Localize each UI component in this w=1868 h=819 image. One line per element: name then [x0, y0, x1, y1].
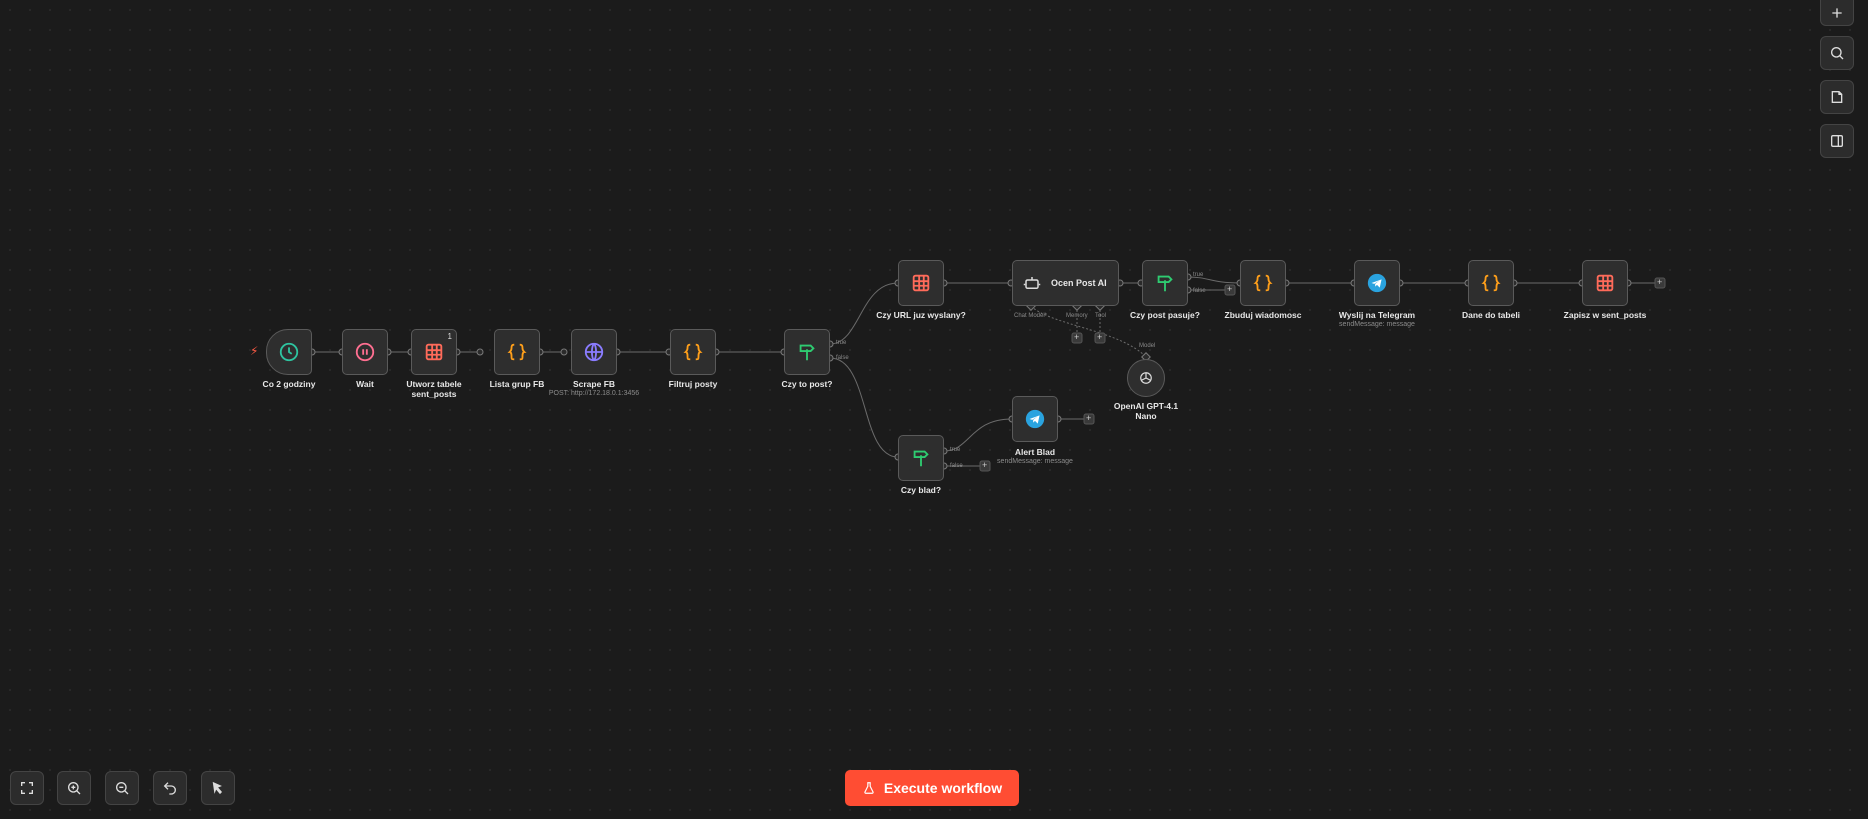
node-utworz-tabele[interactable]: 1 [411, 329, 457, 375]
undo-icon [163, 782, 176, 795]
fit-view-button[interactable] [10, 771, 44, 805]
node-lista-grup-fb[interactable] [494, 329, 540, 375]
table-icon [425, 343, 443, 361]
tidy-up-icon [212, 781, 223, 795]
node-label: Czy to post? [781, 379, 833, 389]
port-label-false: false [1193, 288, 1206, 294]
port-label-chat-model: Chat Model* [1014, 313, 1048, 319]
if-signpost-icon [799, 344, 815, 361]
add-node-plus[interactable]: + [1086, 413, 1092, 423]
node-czy-post-pasuje[interactable] [1142, 260, 1188, 306]
port-label-memory: Memory [1066, 313, 1088, 319]
node-label: Dane do tabeli [1461, 310, 1521, 320]
node-label: Co 2 godziny [262, 379, 316, 389]
port-label-true: true [950, 447, 961, 453]
node-ocen-post-ai[interactable]: Ocen Post AI [1012, 260, 1119, 306]
node-label: Czy URL juz wyslany? [876, 310, 966, 320]
node-subtitle: POST: http://172.18.0.1:3456 [548, 390, 640, 397]
plus-icon [1832, 7, 1842, 18]
if-signpost-icon [1157, 275, 1173, 292]
undo-button[interactable] [153, 771, 187, 805]
node-filtruj-posty[interactable] [670, 329, 716, 375]
search-icon [1831, 47, 1844, 60]
sticky-note-icon [1831, 91, 1843, 103]
fit-view-icon [21, 782, 33, 794]
port-label-true: true [836, 340, 847, 346]
node-label: Ocen Post AI [1051, 278, 1107, 288]
port-label-model: Model [1139, 343, 1156, 349]
code-braces-icon [507, 343, 527, 361]
node-czy-url-juz-wyslany[interactable] [898, 260, 944, 306]
openai-icon [1140, 372, 1152, 384]
node-czy-blad[interactable] [898, 435, 944, 481]
port-label-tool: Tool [1095, 313, 1107, 319]
node-label: Scrape FB [572, 379, 616, 389]
zoom-out-button[interactable] [105, 771, 139, 805]
add-node-plus[interactable]: + [1227, 284, 1233, 294]
execute-workflow-label: Execute workflow [883, 780, 1003, 796]
node-label: Zapisz w sent_posts [1563, 310, 1647, 320]
node-zapisz-w-sent-posts[interactable] [1582, 260, 1628, 306]
node-label: Zbuduj wiadomosc [1224, 310, 1302, 320]
add-node-plus[interactable]: + [1097, 332, 1103, 342]
code-braces-icon [1481, 274, 1501, 292]
node-openai-gpt-4-1-nano[interactable] [1127, 359, 1165, 397]
node-label: Alert Blad [1014, 447, 1056, 457]
trigger-bolt-icon: ⚡ [250, 344, 259, 358]
node-scrape-fb[interactable] [571, 329, 617, 375]
code-braces-icon [1253, 274, 1273, 292]
table-icon [912, 274, 930, 292]
telegram-icon [1025, 409, 1045, 429]
port-label-true: true [1193, 272, 1204, 278]
node-co-2-godziny[interactable] [266, 329, 312, 375]
node-label: Lista grup FB [489, 379, 545, 389]
zoom-in-button[interactable] [57, 771, 91, 805]
execute-workflow-button[interactable]: Execute workflow [845, 770, 1019, 806]
robot-icon [1023, 277, 1041, 289]
if-signpost-icon [913, 450, 929, 467]
node-subtitle: sendMessage: message [997, 458, 1073, 465]
panel-icon [1831, 135, 1843, 147]
node-label: Czy blad? [900, 485, 942, 495]
node-alert-blad[interactable] [1012, 396, 1058, 442]
run-count-badge: 1 [447, 332, 452, 341]
globe-icon [584, 342, 604, 362]
node-czy-to-post[interactable] [784, 329, 830, 375]
node-wait[interactable] [342, 329, 388, 375]
node-label: Wait [356, 379, 374, 389]
zoom-in-icon [68, 782, 81, 795]
node-zbuduj-wiadomosc[interactable] [1240, 260, 1286, 306]
search-nodes-button[interactable] [1820, 36, 1854, 70]
telegram-icon [1367, 273, 1387, 293]
add-sticky-note-button[interactable] [1820, 80, 1854, 114]
add-node-plus[interactable]: + [1074, 332, 1080, 342]
tidy-up-button[interactable] [201, 771, 235, 805]
pause-icon [355, 342, 375, 362]
node-label: Czy post pasuje? [1130, 310, 1200, 320]
node-wyslij-na-telegram[interactable] [1354, 260, 1400, 306]
port-label-false: false [950, 463, 963, 469]
code-braces-icon [683, 343, 703, 361]
add-node-plus[interactable]: + [1657, 277, 1663, 287]
flask-icon [864, 782, 874, 794]
toggle-panel-button[interactable] [1820, 124, 1854, 158]
node-dane-do-tabeli[interactable] [1468, 260, 1514, 306]
table-icon [1596, 274, 1614, 292]
node-label: Wyslij na Telegram [1338, 310, 1416, 320]
add-node-plus[interactable]: + [982, 460, 988, 470]
clock-icon [279, 342, 299, 362]
node-subtitle: sendMessage: message [1339, 321, 1415, 328]
add-node-button[interactable] [1820, 0, 1854, 26]
node-label: Filtruj posty [668, 379, 718, 389]
zoom-out-icon [116, 782, 129, 795]
port-label-false: false [836, 355, 849, 361]
